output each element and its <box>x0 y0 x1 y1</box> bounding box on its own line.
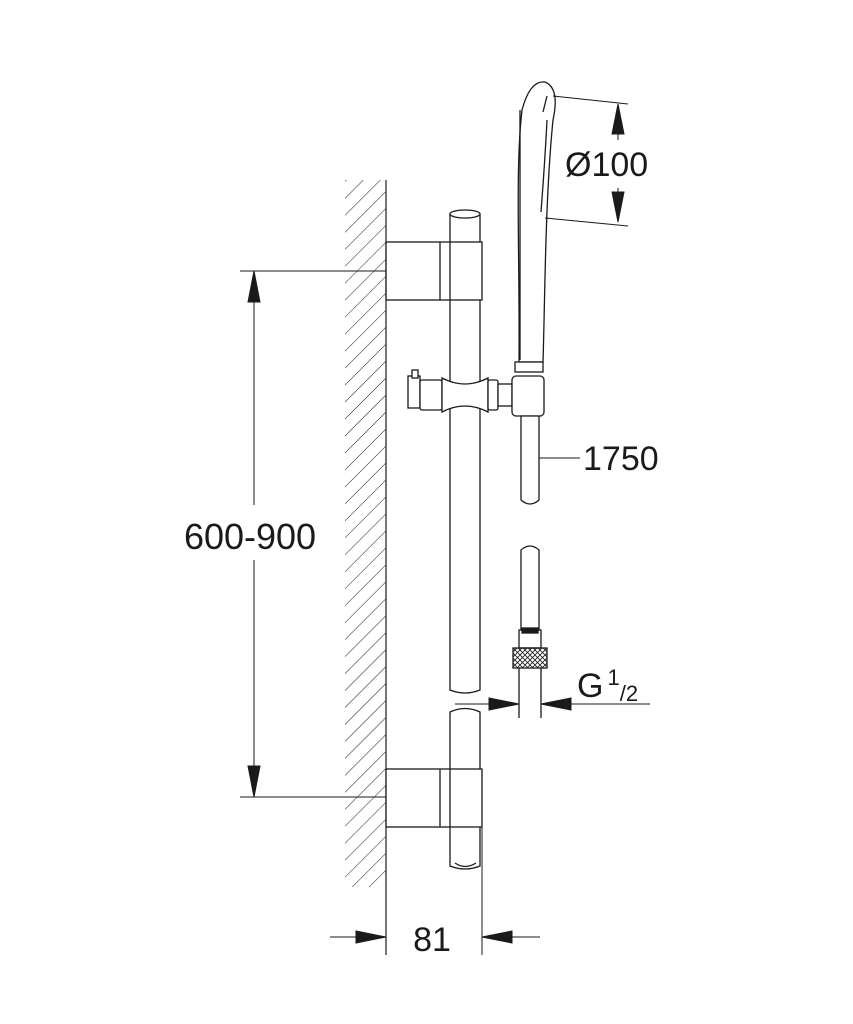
hand-shower <box>514 81 556 373</box>
head-diameter-label: Ø100 <box>565 146 648 184</box>
wall <box>345 180 387 955</box>
bracket-depth-label: 81 <box>413 921 451 959</box>
bottom-wall-bracket <box>385 768 483 828</box>
thread-main: G <box>577 667 603 705</box>
height-range-label: 600-900 <box>184 516 316 557</box>
depth-dimension <box>330 827 540 955</box>
slider-holder <box>407 369 545 417</box>
thread-sub: /2 <box>620 681 638 706</box>
thread-sup: 1 <box>607 665 619 690</box>
height-dimension <box>240 270 386 798</box>
diameter-dimension <box>544 95 629 227</box>
top-wall-bracket <box>385 241 483 301</box>
shower-hose <box>512 415 548 718</box>
thread-dimension <box>455 697 650 711</box>
hose-length-label: 1750 <box>583 440 659 478</box>
